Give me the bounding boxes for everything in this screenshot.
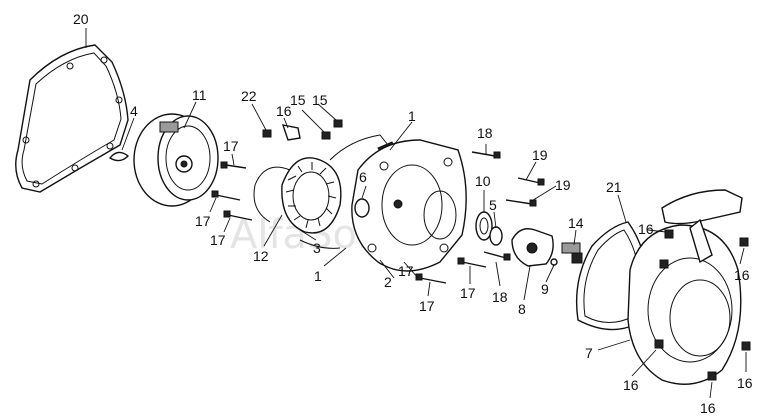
callout-20: 20: [73, 11, 89, 27]
callout-14: 14: [568, 215, 584, 231]
bolt-14: [561, 242, 583, 264]
callout-15: 15: [290, 92, 306, 108]
callout-17: 17: [398, 263, 414, 279]
callout-16: 16: [737, 375, 753, 391]
callout-17: 17: [419, 298, 435, 314]
clamp-fasteners: [262, 119, 343, 141]
cover-2: [351, 139, 467, 272]
callout-19: 19: [555, 177, 571, 193]
callout-1: 1: [314, 268, 322, 284]
callout-16: 16: [638, 221, 654, 237]
washer-9: [550, 258, 558, 266]
callout-18: 18: [492, 289, 508, 305]
callout-17: 17: [223, 138, 239, 154]
callout-6: 6: [359, 169, 367, 185]
callout-19: 19: [532, 147, 548, 163]
callout-16: 16: [734, 267, 750, 283]
wire-1: [329, 134, 393, 161]
callout-labels: 20 4 11 22 16 15 15 1 18 17 6 10 19 19 5…: [73, 11, 753, 416]
callout-1: 1: [408, 108, 416, 124]
callout-5: 5: [489, 197, 497, 213]
callout-16: 16: [623, 377, 639, 393]
callout-16: 16: [276, 103, 292, 119]
bolts: [211, 151, 545, 284]
callout-10: 10: [475, 173, 491, 189]
starter-bolts-16: [654, 229, 751, 381]
flywheel-11: [133, 113, 219, 207]
callout-9: 9: [541, 281, 549, 297]
callout-2: 2: [384, 274, 392, 290]
starter-pulley-8: [511, 228, 554, 267]
callout-17: 17: [195, 213, 211, 229]
callout-15: 15: [312, 92, 328, 108]
callout-16: 16: [700, 400, 716, 416]
callout-21: 21: [606, 179, 622, 195]
callout-17: 17: [210, 232, 226, 248]
callout-4: 4: [130, 103, 138, 119]
callout-18: 18: [477, 125, 493, 141]
gasket-20: [15, 44, 129, 193]
callout-12: 12: [253, 248, 269, 264]
callout-7: 7: [585, 345, 593, 361]
recoil-starter-7: [627, 189, 743, 385]
callout-17: 17: [460, 285, 476, 301]
leader-lines: [85, 28, 747, 399]
callout-8: 8: [518, 301, 526, 317]
callout-11: 11: [192, 87, 207, 103]
seal-5: [489, 226, 503, 246]
callout-3: 3: [313, 240, 321, 256]
key-4: [108, 151, 130, 162]
stator-12: [253, 157, 342, 249]
callout-22: 22: [241, 88, 257, 104]
ring-6: [354, 198, 370, 218]
